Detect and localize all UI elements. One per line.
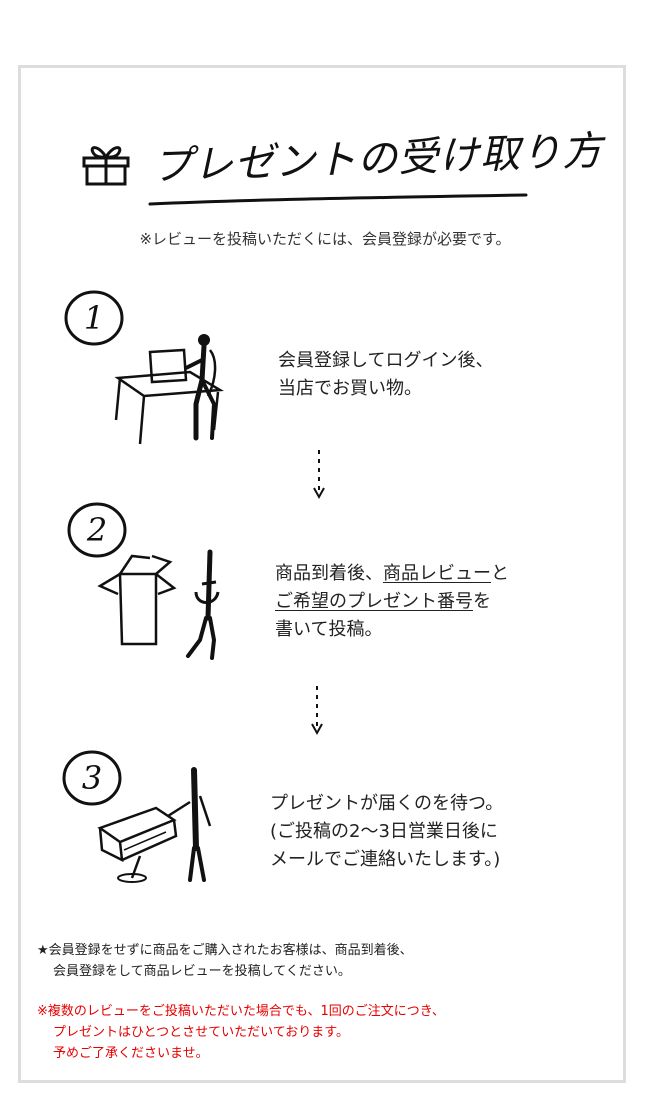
step-2-line-2-b: を — [473, 591, 491, 612]
step-3-line-3: メールでご連絡いたします。) — [270, 849, 501, 870]
multi-note-line-3: 予めご了承くださいませ。 — [53, 1046, 209, 1061]
delivery-person-illustration — [97, 767, 212, 883]
guest-note-line-2: 会員登録をして商品レビューを投稿してください。 — [53, 964, 351, 979]
step-2-line-1-c: と — [491, 563, 509, 584]
page-title: プレゼントの受け取り方 — [151, 128, 604, 190]
present-number-link[interactable]: ご希望のプレゼント番号 — [275, 591, 473, 612]
step-3-line-2: (ご投稿の2〜3日営業日後に — [270, 821, 498, 842]
step-2-text: 商品到着後、商品レビューと ご希望のプレゼント番号を 書いて投稿。 — [275, 560, 509, 644]
computer-user-illustration — [114, 334, 224, 445]
arrow-down-icon — [313, 450, 325, 500]
product-review-link[interactable]: 商品レビュー — [383, 563, 491, 584]
package-person-illustration — [97, 549, 220, 660]
registration-note: ※レビューを投稿いただくには、会員登録が必要です。 — [139, 230, 511, 248]
gift-icon — [82, 146, 130, 186]
step-2-line-3: 書いて投稿。 — [275, 619, 383, 640]
multi-note-line-1: ※複数のレビューをご投稿いただいた場合でも、1回のご注文につき、 — [37, 1004, 445, 1019]
step-3-text: プレゼントが届くのを待つ。 (ご投稿の2〜3日営業日後に メールでご連絡いたしま… — [270, 790, 503, 874]
step-1-text: 会員登録してログイン後、 当店でお買い物。 — [278, 347, 493, 403]
step-2-digit: 2 — [86, 511, 107, 549]
step-1-line-2: 当店でお買い物。 — [278, 378, 422, 399]
step-3-number: 3 — [62, 750, 122, 806]
arrow-down-icon — [311, 686, 323, 736]
guest-note-line-1: ★会員登録をせずに商品をご購入されたお客様は、商品到着後、 — [37, 943, 413, 958]
guest-review-note: ★会員登録をせずに商品をご購入されたお客様は、商品到着後、 会員登録をして商品レ… — [37, 940, 413, 982]
step-1-number: 1 — [64, 290, 124, 346]
multi-note-line-2: プレゼントはひとつとさせていただいております。 — [53, 1025, 350, 1040]
step-2-number: 2 — [67, 502, 127, 558]
step-2-line-1-a: 商品到着後、 — [275, 563, 383, 584]
step-1-digit: 1 — [84, 299, 104, 337]
multiple-review-note: ※複数のレビューをご投稿いただいた場合でも、1回のご注文につき、 プレゼントはひ… — [37, 1001, 445, 1064]
step-1-line-1: 会員登録してログイン後、 — [278, 350, 494, 371]
title-underline — [148, 193, 528, 206]
step-2-line-2: ご希望のプレゼント番号を — [275, 588, 509, 616]
step-3-line-1: プレゼントが届くのを待つ。 — [270, 793, 504, 814]
step-2-line-1: 商品到着後、商品レビューと — [275, 560, 509, 588]
step-3-digit: 3 — [82, 759, 102, 797]
title-section: プレゼントの受け取り方 — [60, 120, 604, 220]
